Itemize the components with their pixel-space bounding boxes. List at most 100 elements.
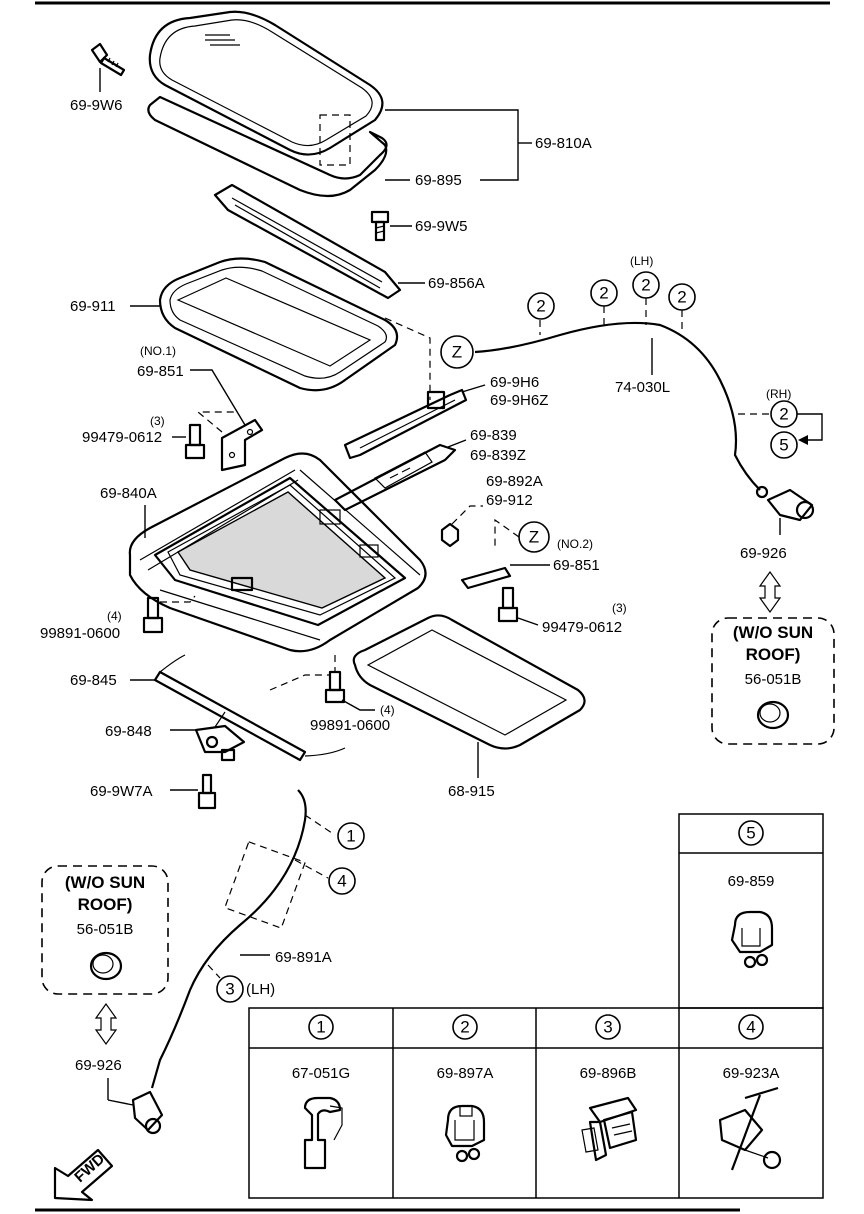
label-99479-0612-a: 99479-0612 xyxy=(82,429,162,446)
label-69-926-left: 69-926 xyxy=(75,1057,122,1074)
dash-no1 xyxy=(196,411,236,433)
label-qty-4b: (4) xyxy=(380,703,395,717)
grommet-926-right-part[interactable] xyxy=(755,485,815,522)
table-callout-3-text: 3 xyxy=(603,1018,612,1037)
dash-c3 xyxy=(207,964,221,979)
guide-rail-839-part[interactable] xyxy=(333,443,457,512)
label-69-926-right: 69-926 xyxy=(740,545,787,562)
label-68-915: 68-915 xyxy=(448,783,495,800)
bracket-no1-part[interactable] xyxy=(220,418,264,472)
grommet-926-left-part[interactable] xyxy=(131,1090,164,1135)
callout-2c-lh xyxy=(632,271,660,299)
dash-c1 xyxy=(304,814,336,836)
bolt-99479-b-icon xyxy=(497,586,519,623)
label-lh-marker: (LH) xyxy=(630,254,653,268)
callout-2d xyxy=(668,283,696,311)
label-qty-3a: (3) xyxy=(150,414,165,428)
label-69-851-no1: 69-851 xyxy=(137,363,184,380)
label-69-891a: 69-891A xyxy=(275,949,332,966)
callout-1-hose-text: 1 xyxy=(346,827,355,846)
drain-hose-74-030l-part[interactable] xyxy=(474,321,761,491)
leader-9h6 xyxy=(461,384,486,393)
wo-sunroof-right-part: 56-051B xyxy=(745,671,802,688)
callout-5-rh xyxy=(770,431,798,459)
bolt-99479-a-icon xyxy=(184,423,206,460)
wo-sunroof-box-right xyxy=(711,617,835,745)
label-69-9w7a: 69-9W7A xyxy=(90,783,153,800)
sunroof-housing-part[interactable] xyxy=(128,452,427,653)
dash-99891-a xyxy=(160,595,196,603)
leader-99479-b xyxy=(517,617,539,626)
table-callout-3 xyxy=(595,1014,621,1040)
plug-56-051b-right-part[interactable] xyxy=(756,700,790,730)
leader-926-left-b xyxy=(107,1099,134,1106)
label-99479-0612-b: 99479-0612 xyxy=(542,619,622,636)
nut-892a-icon xyxy=(440,522,460,548)
bracket-rh-arrow xyxy=(798,435,808,445)
clip-67-051g-part[interactable] xyxy=(303,1096,343,1170)
z-ref-lower-text: Z xyxy=(529,528,539,547)
label-69-856a: 69-856A xyxy=(428,275,485,292)
clip-69-859-label: 69-859 xyxy=(728,873,775,890)
clip-69-896b-part[interactable] xyxy=(581,1096,638,1162)
z-ref-marker-upper xyxy=(440,335,474,369)
label-69-911: 69-911 xyxy=(70,298,116,315)
sunshade-part[interactable] xyxy=(352,614,586,750)
clip-67-051g-label: 67-051G xyxy=(292,1065,350,1082)
clip-69-923a-part[interactable] xyxy=(718,1086,782,1171)
callout-2d-text: 2 xyxy=(677,288,686,307)
leader-839 xyxy=(447,439,467,448)
label-69-839z: 69-839Z xyxy=(470,447,526,464)
drive-cable-tube-part[interactable] xyxy=(153,654,346,762)
glass-panel-part[interactable] xyxy=(148,10,384,156)
clip-69-859-part[interactable] xyxy=(730,910,774,969)
dash-c4-box xyxy=(224,841,306,929)
wo-sunroof-left-line2: ROOF) xyxy=(78,895,133,914)
callout-2b xyxy=(590,279,618,307)
double-arrow-right-icon xyxy=(758,570,782,614)
label-69-895: 69-895 xyxy=(415,172,462,189)
label-69-9h6: 69-9H6 xyxy=(490,374,539,391)
label-no1: (NO.1) xyxy=(140,344,176,358)
clip-69-897a-part[interactable] xyxy=(444,1104,486,1163)
label-69-912: 69-912 xyxy=(486,492,533,509)
clip-69-896b-label: 69-896B xyxy=(580,1065,637,1082)
label-69-845: 69-845 xyxy=(70,672,117,689)
label-69-9w6: 69-9W6 xyxy=(70,97,123,114)
bracket-no2-part[interactable] xyxy=(460,566,512,590)
callout-2b-text: 2 xyxy=(599,284,608,303)
guide-rail-9h6-part[interactable] xyxy=(343,388,468,460)
table-callout-1-text: 1 xyxy=(316,1018,325,1037)
plug-56-051b-left-part[interactable] xyxy=(89,951,123,981)
wo-sunroof-left-part: 56-051B xyxy=(77,921,134,938)
glass-seal-part[interactable] xyxy=(147,95,388,198)
label-rh-marker: (RH) xyxy=(766,387,791,401)
double-arrow-left-icon xyxy=(94,1002,118,1046)
z-ref-upper-text: Z xyxy=(452,343,462,362)
label-99891-0600-b: 99891-0600 xyxy=(310,717,390,734)
label-69-810a: 69-810A xyxy=(535,135,592,152)
callout-2a-text: 2 xyxy=(536,297,545,316)
dash-c4 xyxy=(294,859,329,879)
callout-4-hose-text: 4 xyxy=(337,872,346,891)
callout-1-hose xyxy=(337,822,365,850)
sunroof-motor-part[interactable] xyxy=(194,711,246,762)
wo-sunroof-box-left xyxy=(41,865,169,995)
dash-892a xyxy=(451,505,483,525)
table-callout-5-text: 5 xyxy=(746,824,755,843)
label-69-892a: 69-892A xyxy=(486,473,543,490)
wo-sunroof-right-line1: (W/O SUN xyxy=(733,623,813,642)
table-callout-1 xyxy=(308,1014,334,1040)
label-69-840a: 69-840A xyxy=(100,485,157,502)
glass-frame-part[interactable] xyxy=(158,257,399,392)
clip-69-923a-label: 69-923A xyxy=(723,1065,780,1082)
dash-z-lower xyxy=(494,518,520,550)
label-qty-4a: (4) xyxy=(107,609,122,623)
callout-3-hose xyxy=(216,975,244,1003)
wind-deflector-part[interactable] xyxy=(213,183,402,300)
drain-hose-69-891a-part[interactable] xyxy=(150,789,307,1089)
wo-sunroof-left-line1: (W/O SUN xyxy=(65,873,145,892)
label-69-848: 69-848 xyxy=(105,723,152,740)
leader-851-no1 xyxy=(190,369,246,426)
